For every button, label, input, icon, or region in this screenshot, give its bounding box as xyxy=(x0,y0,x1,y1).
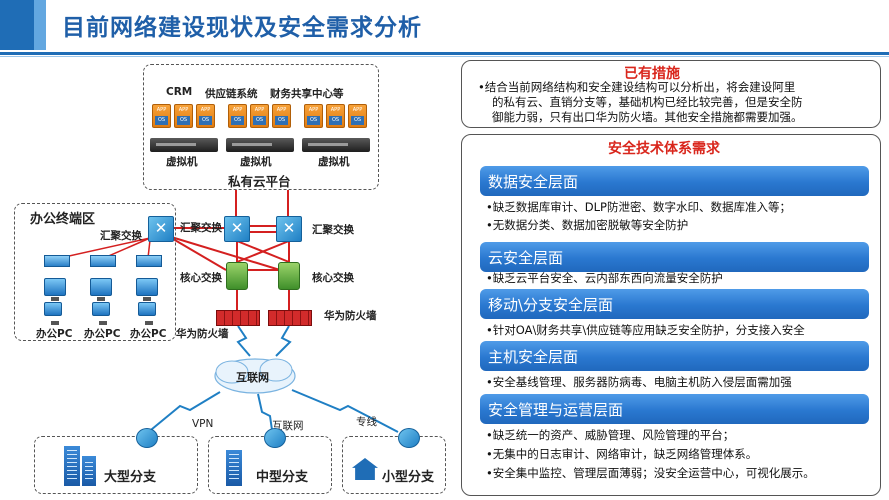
data-security-bullet-1: •缺乏数据库审计、DLP防泄密、数字水印、数据库准入等； xyxy=(486,200,791,214)
small-branch-house-icon xyxy=(352,458,378,480)
app-server-icon xyxy=(272,104,291,128)
data-security-bullet-2: •无数据分类、数据加密脱敏等安全防护 xyxy=(486,218,689,232)
core-switch-label-right: 核心交换 xyxy=(312,272,354,284)
large-branch-label: 大型分支 xyxy=(104,470,157,485)
medium-branch-building-icon xyxy=(226,450,242,486)
medium-branch-router-icon xyxy=(264,428,286,448)
vpn-link-label: VPN xyxy=(192,418,214,430)
desktop-pc-icon xyxy=(90,278,112,301)
laptop-icon xyxy=(136,255,162,267)
header-divider xyxy=(0,52,889,55)
existing-measures-line-2: 的私有云、直销分支等，基础机构已经比较完善，但是安全防 xyxy=(492,95,803,109)
existing-measures-panel xyxy=(461,60,881,128)
host-security-bullet-1: •安全基线管理、服务器防病毒、电脑主机防入侵层面需加强 xyxy=(486,375,792,389)
cloud-security-bullet-1: •缺乏云平台安全、云内部东西向流量安全防护 xyxy=(486,271,723,285)
section-header-mobile-branch-security: 移动\分支安全层面 xyxy=(480,289,869,319)
small-branch-label: 小型分支 xyxy=(382,470,435,485)
large-branch-building-icon xyxy=(64,446,80,486)
section-header-host-security: 主机安全层面 xyxy=(480,341,869,371)
existing-measures-line-3: 御能力弱，只有出口华为防火墙。其他安全措施都需要加强。 xyxy=(492,110,803,124)
core-switch-icon-left xyxy=(226,262,248,290)
medium-branch-label: 中型分支 xyxy=(256,470,309,485)
app-server-icon xyxy=(326,104,345,128)
rack-server-icon xyxy=(150,138,218,152)
header-accent-block xyxy=(0,0,46,50)
rack-server-icon xyxy=(302,138,370,152)
desktop-pc-icon xyxy=(44,302,62,325)
firewall-label-right: 华为防火墙 xyxy=(324,310,377,322)
vm-label: 虚拟机 xyxy=(166,156,198,168)
internet-cloud-label: 互联网 xyxy=(236,371,269,384)
management-bullet-3: •安全集中监控、管理层面薄弱；没安全运营中心，可视化展示。 xyxy=(486,466,815,480)
small-branch-router-icon xyxy=(398,428,420,448)
section-header-management-operations: 安全管理与运营层面 xyxy=(480,394,869,424)
laptop-icon xyxy=(44,255,70,267)
firewall-icon-right xyxy=(268,310,312,326)
agg-switch-label-left: 汇聚交换 xyxy=(180,222,222,234)
existing-measures-line-1: •结合当前网络结构和安全建设结构可以分析出，将会建设阿里 xyxy=(478,80,796,94)
existing-measures-title: 已有措施 xyxy=(624,66,680,82)
app-label-supply-chain: 供应链系统 xyxy=(205,88,258,100)
office-pc-label: 办公PC xyxy=(130,328,167,340)
app-server-icon xyxy=(250,104,269,128)
office-agg-switch-icon xyxy=(148,216,174,242)
section-header-cloud-security: 云安全层面 xyxy=(480,242,869,272)
laptop-icon xyxy=(90,255,116,267)
security-requirements-title: 安全技术体系需求 xyxy=(608,141,720,157)
app-server-icon xyxy=(304,104,323,128)
app-server-icon xyxy=(196,104,215,128)
desktop-pc-icon xyxy=(92,302,110,325)
private-cloud-zone xyxy=(143,64,379,190)
office-zone-label: 办公终端区 xyxy=(30,212,96,227)
core-switch-label-left: 核心交换 xyxy=(180,272,222,284)
office-terminal-zone xyxy=(14,203,176,341)
agg-switch-label-right: 汇聚交换 xyxy=(312,224,354,236)
header-divider-thin xyxy=(0,56,889,57)
agg-switch-icon-right xyxy=(276,216,302,242)
page-title: 目前网络建设现状及安全需求分析 xyxy=(62,15,422,41)
app-label-crm: CRM xyxy=(166,86,193,98)
small-branch-zone xyxy=(342,436,446,494)
network-links xyxy=(59,190,399,435)
desktop-pc-icon xyxy=(138,302,156,325)
agg-switch-icon-left xyxy=(224,216,250,242)
vm-label: 虚拟机 xyxy=(318,156,350,168)
office-pc-label: 办公PC xyxy=(36,328,73,340)
management-bullet-1: •缺乏统一的资产、威胁管理、风险管理的平台； xyxy=(486,428,735,442)
private-cloud-label: 私有云平台 xyxy=(228,174,291,189)
large-branch-building-icon xyxy=(82,456,96,486)
core-switch-icon-right xyxy=(278,262,300,290)
large-branch-router-icon xyxy=(136,428,158,448)
firewall-label-left: 华为防火墙 xyxy=(176,328,229,340)
office-agg-switch-label: 汇聚交换 xyxy=(100,230,142,242)
app-label-finance: 财务共享中心等 xyxy=(270,88,344,100)
rack-server-icon xyxy=(226,138,294,152)
office-pc-label: 办公PC xyxy=(84,328,121,340)
app-server-icon xyxy=(228,104,247,128)
section-header-data-security: 数据安全层面 xyxy=(480,166,869,196)
leased-line-label: 专线 xyxy=(356,416,377,428)
large-branch-zone xyxy=(34,436,198,494)
vm-label: 虚拟机 xyxy=(240,156,272,168)
app-server-icon xyxy=(348,104,367,128)
firewall-icon-left xyxy=(216,310,260,326)
app-server-icon xyxy=(152,104,171,128)
desktop-pc-icon xyxy=(136,278,158,301)
app-server-icon xyxy=(174,104,193,128)
desktop-pc-icon xyxy=(44,278,66,301)
management-bullet-2: •无集中的日志审计、网络审计，缺乏网络管理体系。 xyxy=(486,447,758,461)
mobile-branch-security-bullet-1: •针对OA\财务共享\供应链等应用缺乏安全防护，分支接入安全 xyxy=(486,323,805,337)
